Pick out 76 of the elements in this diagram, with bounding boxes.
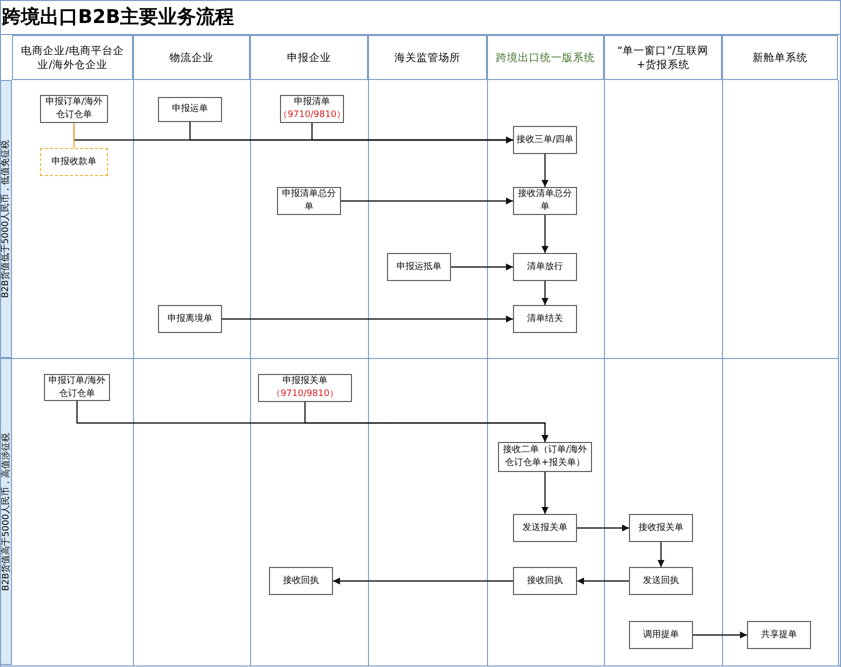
process-box [269,567,333,595]
process-box [40,95,108,123]
process-box [513,514,577,542]
process-box [513,567,577,595]
lane-header [604,35,722,80]
box-label: 清单放行 [527,260,563,274]
header-label: B2B货值低于5000人民币，低值免征税 [0,139,12,300]
arrow [311,123,513,144]
arrow [542,215,548,253]
box-label: 申报清单 [294,96,330,109]
process-box [513,305,577,333]
arrow [577,578,629,584]
diagram-title: 跨境出口B2B主要业务流程 [2,5,234,30]
arrow [304,402,548,442]
box-label: 发送回执 [643,574,679,588]
process-box [513,126,577,154]
process-box [158,97,222,122]
header-label: 新舱单系统 [752,50,808,64]
box-label: 接收二单（订单/海外仓订仓单+报关单） [502,444,588,470]
process-box [387,253,451,281]
arrow [451,264,513,270]
arrow [341,198,513,204]
arrow [542,281,548,305]
process-box [629,567,693,595]
header-label: 物流企业 [170,50,214,64]
box-label: 共享提单 [761,628,797,642]
process-box [158,305,222,333]
process-box [629,514,693,542]
lane-header [368,35,487,80]
box-label: 申报清单总分单 [281,188,337,214]
process-box [280,95,344,123]
header-label: “单一窗口”/互联网+货报系统 [616,44,710,72]
arrow [693,632,747,638]
box-label: 申报运单 [172,103,208,116]
box-label: 接收回执 [283,574,319,588]
box-label: 申报订单/海外仓订仓单 [44,96,104,122]
row-header [0,80,12,358]
arrow [577,524,629,532]
lane-header [487,35,604,80]
header-label: 电商企业/电商平台企业/海外仓企业 [20,44,125,72]
box-label: 接收回执 [527,574,563,588]
row-header [0,358,12,665]
connector-line [73,123,75,148]
arrow [542,472,548,514]
box-label: 申报收款单 [52,156,96,168]
box-label: （9710/9810） [278,109,346,122]
arrow [333,578,513,584]
header-label: 申报企业 [287,50,331,64]
box-label: 申报运抵单 [396,260,442,274]
lane-header [133,35,250,80]
arrow [658,542,664,567]
process-box [40,148,108,176]
box-label: 接收报关单 [638,522,684,534]
header-label: 海关监管场所 [394,50,460,64]
process-box [747,621,811,649]
arrow [542,154,548,187]
header-label: 跨境出口统一版系统 [496,50,595,64]
box-label: 发送报关单 [522,522,568,534]
process-box [277,187,341,215]
box-label: （9710/9810） [272,388,338,401]
header-label: B2B货值高于5000人民币，高值涉征税 [0,432,12,592]
box-label: 调用提单 [643,628,679,642]
lane-header [722,35,838,80]
box-label: 接收清单总分单 [517,188,573,214]
process-box [258,374,352,402]
box-label: 接收三单/四单 [516,134,574,146]
box-label: 清单结关 [527,312,563,326]
arrow [222,316,513,322]
box-label: 申报报关单 [282,375,328,388]
process-box [513,187,577,215]
lane-header [12,35,133,80]
lane-header [250,35,368,80]
box-label: 申报订单/海外仓订仓单 [47,374,107,400]
process-box [629,621,693,649]
process-box [513,253,577,281]
box-label: 申报离境单 [168,312,212,326]
